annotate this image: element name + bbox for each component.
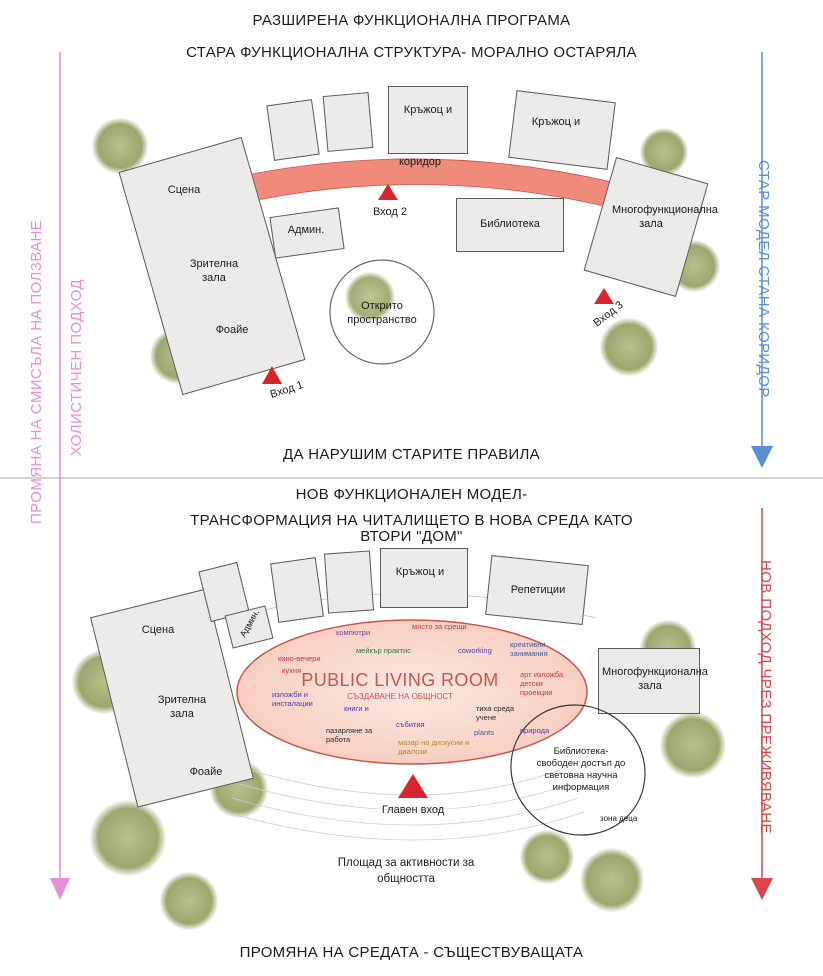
multi-hall-label-new: Многофункционална зала [602, 666, 708, 692]
keyword-kitchen: кухня [282, 666, 302, 675]
open-space-circle [329, 259, 435, 365]
right-bottom-arrow-head [751, 878, 773, 900]
club-label-1: Кръжоц и [403, 104, 453, 116]
keyword-meeting-place: място за срещи [412, 622, 467, 631]
main-entrance-label: Главен вход [381, 804, 445, 816]
tree [90, 800, 166, 876]
keyword-cinema-evenings: кино-вечери [278, 654, 321, 663]
tree [92, 118, 148, 174]
library-label-new: Библиотека- свободен достъп до световна … [536, 746, 626, 793]
keyword-events: събития [396, 720, 425, 729]
tree [345, 272, 395, 322]
living-room-subtitle: СЪЗДАВАНЕ НА ОБЩНОСТ [347, 692, 453, 701]
foyer-label: Фоайе [215, 324, 249, 336]
keyword-creative-activities: креативни занимания [510, 640, 548, 658]
entrance-2-icon [378, 184, 398, 200]
entrance-2-label: Вход 2 [372, 206, 408, 218]
heading-transformation-2: ВТОРИ "ДОМ" [360, 528, 463, 545]
keyword-nature: природа [520, 726, 550, 735]
tree [600, 318, 658, 376]
club-room-1 [388, 86, 468, 154]
right-top-arrow-head [751, 446, 773, 468]
club-label-2: Кръжоц и [531, 116, 581, 128]
heading-break-rules: ДА НАРУШИМ СТАРИТЕ ПРАВИЛА [283, 446, 540, 463]
keyword-debates: мазар на дискусии и диалози [398, 738, 470, 756]
activity-square-label: Площад за активности за общността [337, 857, 475, 885]
heading-bottom: ПРОМЯНА НА СРЕДАТА - СЪЩЕСТВУВАЩАТА [239, 944, 584, 961]
entrance-3-icon [594, 288, 614, 304]
keyword-books: книги и [344, 704, 369, 713]
open-space-label: Открито пространство [347, 300, 417, 326]
library-label: Библиотека [480, 218, 540, 230]
tree [660, 712, 726, 778]
auditorium-label: Зрителна зала [189, 258, 239, 284]
main-entrance-icon [398, 774, 428, 798]
scene-label: Сцена [167, 184, 201, 196]
keyword-maker-practice: мейкър практис [356, 646, 411, 655]
keyword-computers: компютри [336, 628, 371, 637]
heading-transformation-1: ТРАНСФОРМАЦИЯ НА ЧИТАЛИЩЕТО В НОВА СРЕДА… [190, 512, 633, 529]
foyer-label-new: Фоайе [189, 766, 223, 778]
heading-expanded-program: РАЗШИРЕНА ФУНКЦИОНАЛНА ПРОГРАМА [252, 12, 571, 29]
keyword-quiet-learning: тиха среда учене [476, 704, 515, 722]
entrance-1-icon [262, 366, 282, 384]
multi-hall-new [598, 648, 700, 714]
corridor-label: коридор [399, 156, 441, 168]
scene-label-new: Сцена [141, 624, 175, 636]
keyword-plants: plants [474, 728, 495, 737]
rehearsals-label: Репетиции [510, 584, 566, 596]
living-room-title: PUBLIC LIVING ROOM [301, 670, 499, 690]
heading-old-structure: СТАРА ФУНКЦИОНАЛНА СТРУКТУРА- МОРАЛНО ОС… [186, 44, 637, 61]
keyword-exhibitions: изложби и инсталации [272, 690, 313, 708]
library-room [456, 198, 564, 252]
tree [160, 872, 218, 930]
club-room-new [380, 548, 468, 608]
keyword-art-exhibitions: арт изложба детски проекции [520, 670, 564, 697]
keyword-coworking: coworking [458, 646, 492, 655]
heading-new-model: НОВ ФУНКЦИОНАЛЕН МОДЕЛ- [295, 486, 528, 503]
entrance-markers [262, 184, 614, 384]
left-arrow-head [50, 878, 70, 900]
tree [580, 848, 644, 912]
kids-zone-label: зона деца [600, 814, 638, 823]
auditorium-label-new: Зрителна зала [157, 694, 207, 720]
club-label-new: Кръжоц и [395, 566, 445, 578]
admin-label: Админ. [287, 224, 325, 236]
tree [520, 830, 574, 884]
keyword-puzzles: пазарляне за работа [326, 726, 373, 744]
